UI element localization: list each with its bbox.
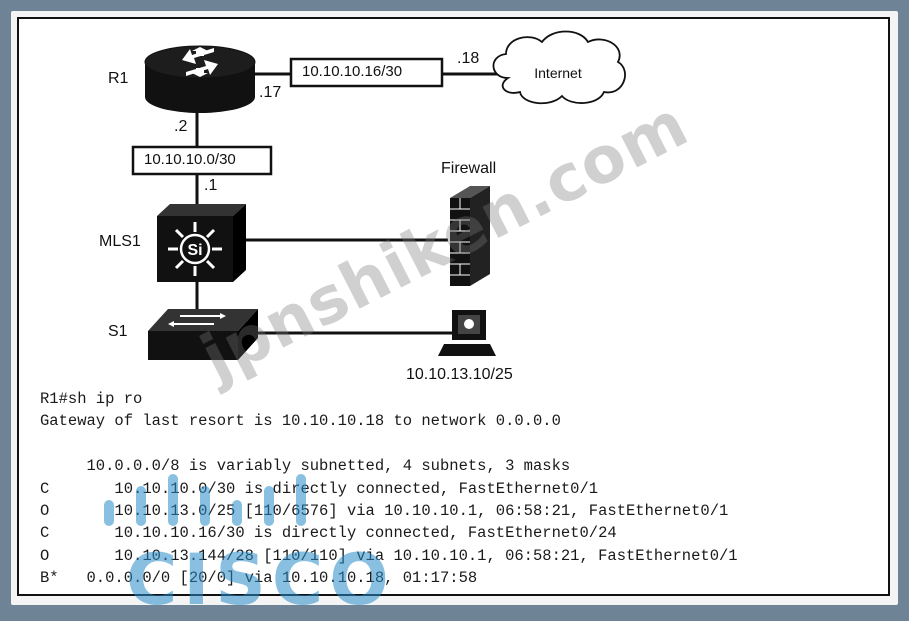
cli-line: Gateway of last resort is 10.10.10.18 to…: [40, 412, 561, 431]
exhibit-card: [17, 17, 890, 596]
host-pc-icon: [438, 310, 496, 356]
cli-line: 10.0.0.0/8 is variably subnetted, 4 subn…: [40, 457, 571, 476]
subnet-label-r1-mls1: 10.10.10.0/30: [144, 151, 236, 168]
firewall-label: Firewall: [441, 160, 497, 177]
router-icon: [144, 45, 256, 113]
s1-label: S1: [108, 323, 128, 340]
internet-cloud-icon: [492, 30, 626, 105]
subnet-label-r1-internet: 10.10.10.16/30: [302, 63, 403, 80]
firewall-icon: [450, 186, 490, 286]
interface-label-mls1: .1: [204, 177, 218, 194]
switch-icon: [148, 309, 258, 360]
interface-label-internet: .18: [457, 50, 480, 67]
routing-table-output: R1#sh ip ro Gateway of last resort is 10…: [40, 388, 738, 590]
cli-line: O 10.10.13.144/28 [110/110] via 10.10.10…: [40, 546, 738, 565]
internet-label: Internet: [534, 65, 582, 81]
multilayer-switch-icon: Si: [157, 204, 246, 282]
interface-label-r1-mls1: .2: [174, 118, 188, 135]
cli-line: R1#sh ip ro: [40, 390, 143, 408]
cisco-logo-bars-icon: [104, 474, 306, 526]
subnet-box-r1-internet: [289, 57, 444, 88]
cli-line: B* 0.0.0.0/0 [20/0] via 10.10.10.18, 01:…: [40, 569, 478, 588]
si-emblem: Si: [187, 242, 202, 259]
cisco-logo-text: CISCO: [126, 539, 395, 621]
subnet-box-r1-mls1: [131, 145, 273, 176]
cli-line: [40, 433, 738, 455]
cli-line: C 10.10.10.16/30 is directly connected, …: [40, 524, 617, 543]
host-address-label: 10.10.13.10/25: [406, 366, 513, 383]
interface-label-r1-internet: .17: [259, 84, 282, 101]
router-label: R1: [108, 70, 129, 87]
mls1-label: MLS1: [99, 233, 141, 250]
